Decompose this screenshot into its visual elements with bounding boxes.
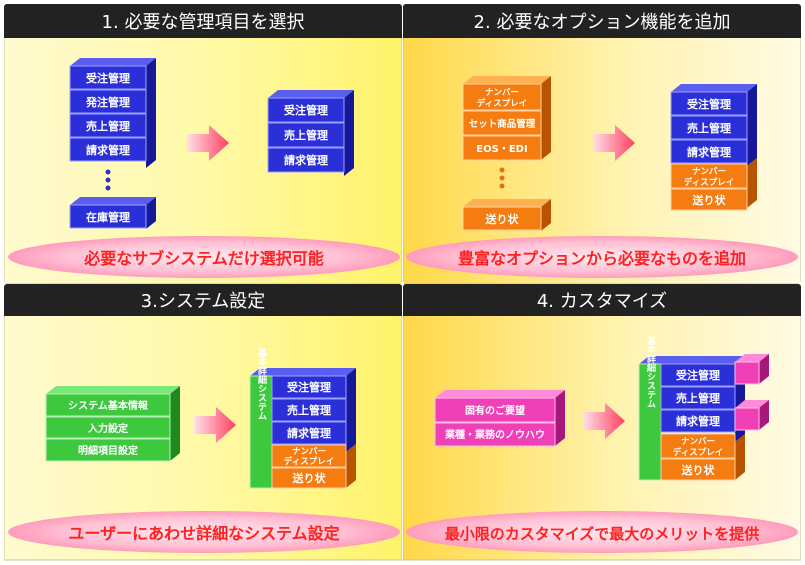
- right-module-stack: 受注管理 売上管理 請求管理: [267, 90, 354, 176]
- svg-text:請求管理: 請求管理: [284, 153, 328, 167]
- svg-text:売上管理: 売上管理: [86, 119, 130, 133]
- arrow-icon: [187, 125, 229, 161]
- module-block: 売上管理: [69, 113, 147, 138]
- svg-text:業種・業務のノウハウ: 業種・業務のノウハウ: [444, 428, 545, 441]
- panel-select-modules: 1. 必要な管理項目を選択 受注管理 発注管理 売上管理: [4, 4, 402, 284]
- panel-caption: 必要なサブシステムだけ選択可能: [83, 249, 324, 268]
- svg-text:売上管理: 売上管理: [284, 128, 328, 142]
- svg-text:入力設定: 入力設定: [88, 422, 128, 435]
- svg-text:セット商品管理: セット商品管理: [469, 118, 536, 130]
- ellipsis-dots: [499, 167, 505, 189]
- panel-system-settings: 3.システム設定 システム基本情報 入力設定 明細項目設定 基本詳細システム: [4, 284, 402, 564]
- option-block: 送り状: [462, 199, 551, 231]
- module-block: 在庫管理: [69, 197, 156, 229]
- settings-stack: システム基本情報 入力設定 明細項目設定: [45, 386, 180, 462]
- svg-text:送り状: 送り状: [681, 463, 716, 477]
- svg-text:受注管理: 受注管理: [287, 380, 331, 394]
- svg-text:請求管理: 請求管理: [287, 426, 331, 440]
- svg-text:請求管理: 請求管理: [687, 145, 731, 159]
- svg-text:ナンバー: ナンバー: [692, 166, 726, 177]
- svg-text:ナンバー: ナンバー: [681, 436, 715, 447]
- svg-text:請求管理: 請求管理: [86, 143, 130, 157]
- module-block: 発注管理: [69, 89, 147, 114]
- svg-text:発注管理: 発注管理: [85, 95, 130, 109]
- svg-text:売上管理: 売上管理: [687, 121, 731, 135]
- svg-text:ディスプレイ: ディスプレイ: [477, 98, 527, 109]
- right-module-stack: 受注管理 売上管理 請求管理 ナンバー ディスプレイ 送り状: [670, 84, 757, 211]
- svg-text:固有のご要望: 固有のご要望: [465, 404, 525, 417]
- svg-text:ディスプレイ: ディスプレイ: [684, 177, 734, 188]
- svg-text:受注管理: 受注管理: [687, 97, 731, 111]
- svg-text:ナンバー: ナンバー: [292, 446, 326, 457]
- svg-text:在庫管理: 在庫管理: [86, 210, 130, 224]
- left-option-stack: ナンバー ディスプレイ セット商品管理 EOS・EDI: [462, 76, 551, 161]
- arrow-icon: [194, 407, 236, 443]
- panel-add-options: 2. 必要なオプション機能を追加 ナンバー ディスプレイ セット商品管理 EOS…: [403, 4, 801, 284]
- detail-system-stack: 基本詳細システム 受注管理 売上管理 請求管理 ナンバー ディスプレイ 送り状: [638, 335, 769, 481]
- custom-block: [734, 354, 769, 385]
- panel-caption: ユーザーにあわせ詳細なシステム設定: [68, 524, 339, 543]
- svg-text:ナンバー: ナンバー: [485, 87, 519, 98]
- svg-text:EOS・EDI: EOS・EDI: [476, 144, 527, 155]
- panel-caption: 豊富なオプションから必要なものを追加: [458, 249, 746, 268]
- side-label: 基本詳細システム: [645, 335, 657, 408]
- svg-text:システム基本情報: システム基本情報: [68, 399, 149, 412]
- svg-text:受注管理: 受注管理: [284, 103, 328, 117]
- panel-title: 2. 必要なオプション機能を追加: [474, 12, 731, 33]
- panel-caption: 最小限のカスタマイズで最大のメリットを提供: [445, 525, 760, 543]
- panel-title: 1. 必要な管理項目を選択: [102, 12, 305, 33]
- svg-text:請求管理: 請求管理: [676, 414, 720, 428]
- svg-text:ディスプレイ: ディスプレイ: [673, 447, 723, 458]
- svg-text:送り状: 送り状: [692, 193, 727, 207]
- detail-system-stack: 基本詳細システム 受注管理 売上管理 請求管理 ナンバー ディスプレイ 送り状: [249, 347, 356, 489]
- panel-title: 4. カスタマイズ: [537, 291, 667, 312]
- svg-text:売上管理: 売上管理: [676, 391, 720, 405]
- svg-text:受注管理: 受注管理: [676, 368, 720, 382]
- custom-block: [734, 400, 769, 431]
- ellipsis-dots: [105, 169, 111, 191]
- svg-text:ディスプレイ: ディスプレイ: [284, 456, 334, 467]
- svg-text:送り状: 送り状: [485, 212, 520, 226]
- left-module-stack: 受注管理 発注管理 売上管理 請求管理: [69, 58, 156, 168]
- module-block: 受注管理: [69, 65, 147, 90]
- panel-customize: 4. カスタマイズ 固有のご要望 業種・業務のノウハウ 基本詳細システム 受注管…: [403, 284, 801, 564]
- svg-text:送り状: 送り状: [292, 471, 327, 485]
- arrow-icon: [583, 403, 625, 439]
- arrow-icon: [593, 125, 635, 161]
- module-block: 請求管理: [69, 137, 147, 162]
- svg-text:売上管理: 売上管理: [287, 403, 331, 417]
- svg-text:受注管理: 受注管理: [86, 71, 130, 85]
- customize-stack: 固有のご要望 業種・業務のノウハウ: [434, 390, 565, 447]
- svg-text:明細項目設定: 明細項目設定: [78, 444, 138, 457]
- panel-title: 3.システム設定: [141, 291, 266, 312]
- side-label: 基本詳細システム: [256, 347, 268, 420]
